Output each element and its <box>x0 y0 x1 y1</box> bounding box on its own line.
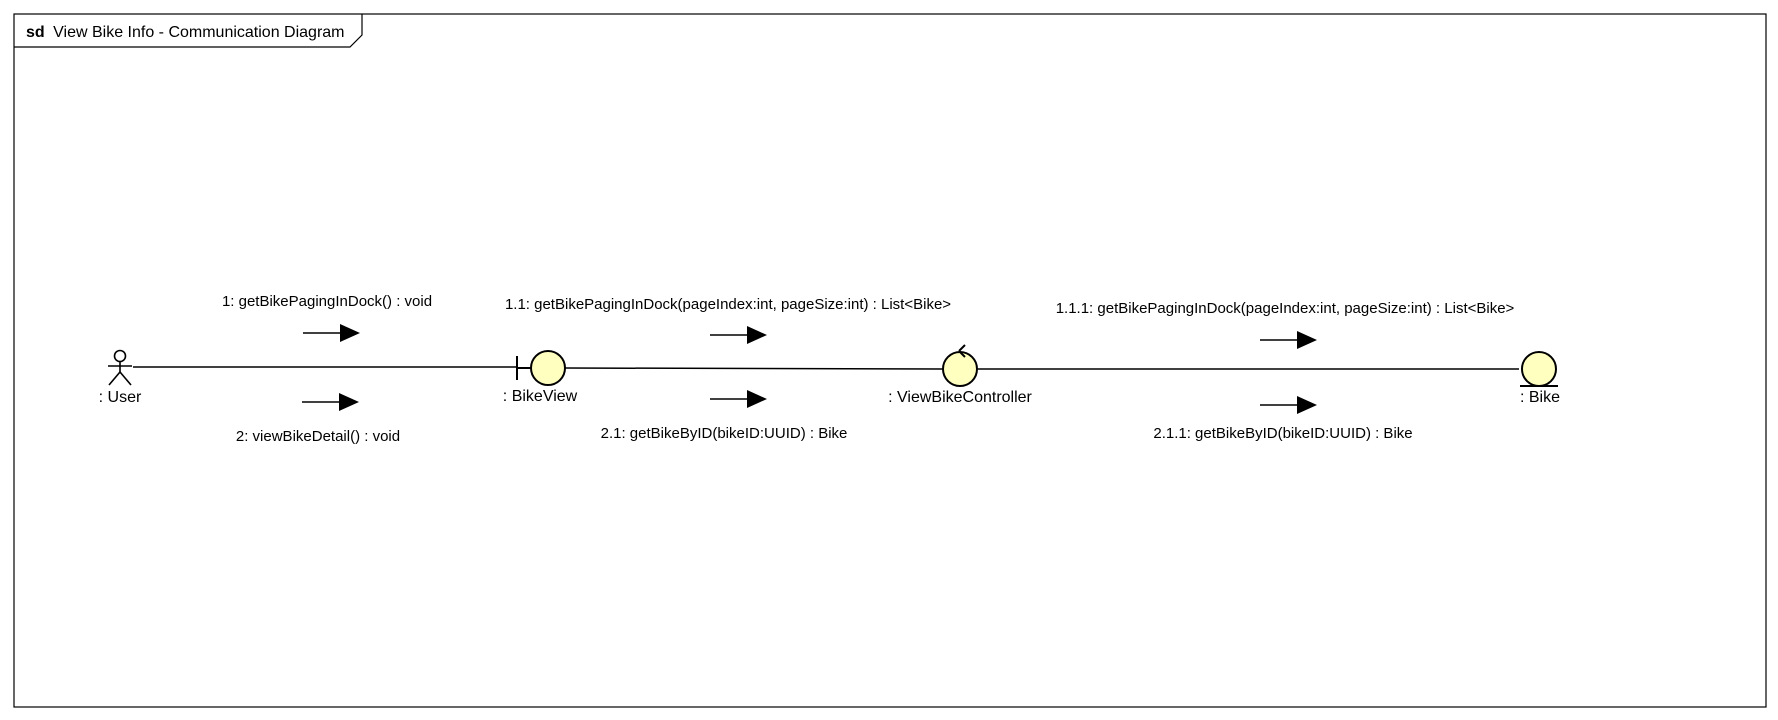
message-arrow-right-icon <box>710 390 767 408</box>
message-arrow-right-icon <box>303 324 360 342</box>
message-label: 1: getBikePagingInDock() : void <box>222 293 432 310</box>
actor-icon[interactable] <box>108 349 132 386</box>
message-label: 1.1: getBikePagingInDock(pageIndex:int, … <box>505 296 951 313</box>
message-label: 2.1: getBikeByID(bikeID:UUID) : Bike <box>601 425 848 442</box>
frame-title: View Bike Info - Communication Diagram <box>53 24 344 41</box>
message-arrow-right-icon <box>710 326 767 344</box>
svg-text:sd View Bike Info - Commun: sd View Bike Info - Communication Diagra… <box>26 24 345 41</box>
message-arrow-right-icon <box>1260 331 1317 349</box>
object-label-bikeview: : BikeView <box>503 388 578 405</box>
control-icon[interactable] <box>942 344 978 387</box>
message-label: 2: viewBikeDetail() : void <box>236 428 400 445</box>
object-label-bike: : Bike <box>1520 389 1560 406</box>
message-label: 1.1.1: getBikePagingInDock(pageIndex:int… <box>1056 300 1515 317</box>
message-arrow-right-icon <box>1260 396 1317 414</box>
message-arrow-right-icon <box>302 393 359 411</box>
object-label-user: : User <box>99 389 142 406</box>
frame-keyword: sd <box>26 24 45 41</box>
diagram-frame <box>13 13 1767 708</box>
object-label-viewbikecontroller: : ViewBikeController <box>888 389 1032 406</box>
frame-title-tab <box>14 14 363 48</box>
message-label: 2.1.1: getBikeByID(bikeID:UUID) : Bike <box>1153 425 1412 442</box>
link-bikeview-controller <box>563 367 944 370</box>
entity-icon[interactable] <box>1520 351 1558 387</box>
boundary-icon[interactable] <box>516 350 566 386</box>
